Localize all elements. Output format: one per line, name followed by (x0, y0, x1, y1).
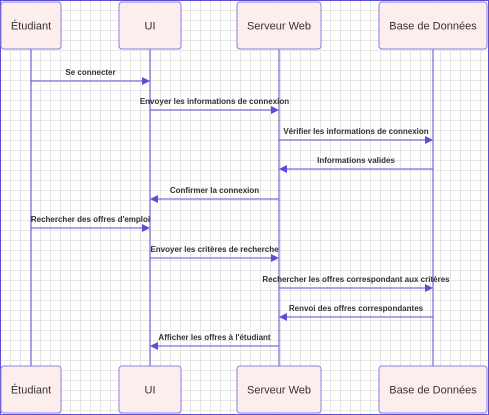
participant-box-serveur-bottom (236, 365, 322, 414)
participant-label-serveur-bottom: Serveur Web (247, 385, 311, 397)
participant-box-etudiant-bottom (0, 365, 62, 414)
lifelines-group (30, 49, 434, 366)
message-label-6: Rechercher des offres d'emploi (31, 215, 150, 224)
message-label-1: Se connecter (65, 68, 115, 77)
message-label-3: Vérifier les informations de connexion (283, 127, 428, 136)
participant-box-serveur-top (236, 1, 322, 50)
participant-label-etudiant-bottom: Étudiant (11, 384, 51, 397)
participant-label-ui-top: UI (145, 21, 156, 33)
message-label-8: Rechercher les offres correspondant aux … (262, 275, 450, 284)
message-label-10: Afficher les offres à l'étudiant (158, 333, 270, 342)
participant-label-etudiant-top: Étudiant (11, 20, 51, 33)
participant-box-bdd-top (378, 1, 488, 50)
participant-box-etudiant-top (0, 1, 62, 50)
message-label-9: Renvoi des offres correspondantes (289, 304, 424, 313)
participant-box-ui-top (118, 1, 182, 50)
message-label-4: Informations valides (317, 156, 395, 165)
participant-label-serveur-top: Serveur Web (247, 21, 311, 33)
message-label-2: Envoyer les informations de connexion (140, 97, 289, 106)
message-label-7: Envoyer les critères de recherche (150, 245, 279, 254)
participant-label-ui-bottom: UI (145, 385, 156, 397)
participant-label-bdd-top: Base de Données (389, 21, 477, 33)
message-label-5: Confirmer la connexion (170, 186, 259, 195)
participant-box-ui-bottom (118, 365, 182, 414)
participant-label-bdd-bottom: Base de Données (389, 385, 477, 397)
participant-box-bdd-bottom (378, 365, 488, 414)
